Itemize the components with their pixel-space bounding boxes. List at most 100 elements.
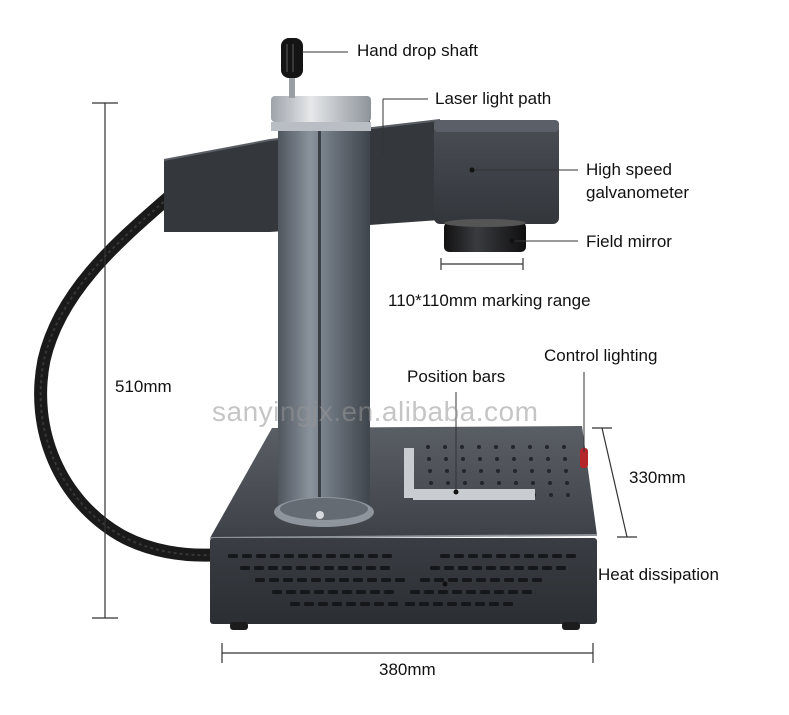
label-galvo-line2: galvanometer [586, 183, 690, 202]
vent-slot [438, 590, 448, 594]
vent-slot [486, 566, 496, 570]
vent-slot [300, 590, 310, 594]
worktable-hole [460, 445, 464, 449]
worktable-hole [512, 457, 516, 461]
base-top [210, 426, 597, 538]
worktable-hole [548, 481, 552, 485]
column-screw [316, 511, 324, 519]
vent-slot [381, 578, 391, 582]
worktable-hole [546, 457, 550, 461]
worktable-hole [443, 445, 447, 449]
label-marking-range: 110*110mm marking range [388, 291, 591, 310]
vent-slot [304, 602, 314, 606]
callout-dot-galvo [469, 167, 475, 173]
vent-slot [342, 590, 352, 594]
vent-slot [440, 554, 450, 558]
vent-slot [419, 602, 429, 606]
vent-slot [508, 590, 518, 594]
vent-slot [380, 566, 390, 570]
worktable-hole [445, 469, 449, 473]
column [278, 118, 370, 513]
vent-slot [228, 554, 238, 558]
vent-slot [354, 554, 364, 558]
worktable-hole [427, 457, 431, 461]
foot-left [230, 622, 248, 630]
vent-slot [384, 590, 394, 594]
worktable-hole [480, 481, 484, 485]
vent-slot [255, 578, 265, 582]
vent-slot [500, 566, 510, 570]
vent-slot [328, 590, 338, 594]
label-laser-light-path: Laser light path [435, 89, 552, 108]
vent-slot [566, 554, 576, 558]
vent-slot [434, 578, 444, 582]
worktable-hole [461, 457, 465, 461]
vent-slot [352, 566, 362, 570]
worktable-hole [547, 469, 551, 473]
vent-slot [338, 566, 348, 570]
vent-slot [368, 554, 378, 558]
vent-slot [325, 578, 335, 582]
hand-drop-shaft [289, 70, 295, 98]
vent-slot [332, 602, 342, 606]
column-base-ring-inner [280, 498, 368, 520]
control-light [580, 448, 588, 468]
vent-slot [489, 602, 499, 606]
dimension-height-label: 510mm [115, 377, 172, 396]
worktable-hole [529, 457, 533, 461]
worktable-hole [479, 469, 483, 473]
vent-slot [410, 590, 420, 594]
vent-slot [360, 602, 370, 606]
vent-slot [339, 578, 349, 582]
vent-slot [282, 566, 292, 570]
vent-slot [430, 566, 440, 570]
vent-slot [388, 602, 398, 606]
vent-slot [468, 554, 478, 558]
worktable-hole [463, 481, 467, 485]
vent-slot [283, 578, 293, 582]
worktable-hole [462, 469, 466, 473]
worktable-hole [477, 445, 481, 449]
vent-slot [286, 590, 296, 594]
vent-slot [290, 602, 300, 606]
worktable-hole [563, 457, 567, 461]
worktable-hole [514, 481, 518, 485]
vent-slot [475, 602, 485, 606]
worktable-hole [530, 469, 534, 473]
column-cap [271, 96, 371, 122]
foot-right [562, 622, 580, 630]
position-bar-vertical [404, 448, 414, 498]
watermark: sanyingjx.en.alibaba.com [212, 396, 539, 427]
field-mirror-rim [444, 219, 526, 227]
vent-slot [532, 578, 542, 582]
vent-slot [270, 554, 280, 558]
heat-dissipation-vents [228, 554, 576, 606]
vent-slot [269, 578, 279, 582]
worktable-hole [444, 457, 448, 461]
vent-slot [447, 602, 457, 606]
worktable-hole [549, 493, 553, 497]
worktable-holes [426, 445, 570, 497]
dimension-lines [92, 102, 637, 663]
vent-slot [314, 590, 324, 594]
worktable-hole [494, 445, 498, 449]
vent-slot [462, 578, 472, 582]
vent-slot [382, 554, 392, 558]
vent-slot [242, 554, 252, 558]
worktable-hole [429, 481, 433, 485]
vent-slot [476, 578, 486, 582]
galvo-head-top [434, 120, 559, 132]
vent-slot [514, 566, 524, 570]
label-heat-dissipation: Heat dissipation [598, 565, 719, 584]
hand-drop-knob [281, 38, 303, 78]
position-bar-horizontal [413, 489, 535, 500]
vent-slot [522, 590, 532, 594]
vent-slot [420, 578, 430, 582]
vent-slot [268, 566, 278, 570]
vent-slot [356, 590, 366, 594]
base-top-edge [209, 534, 598, 539]
vent-slot [284, 554, 294, 558]
vent-slot [461, 602, 471, 606]
label-control-lighting: Control lighting [544, 346, 658, 365]
